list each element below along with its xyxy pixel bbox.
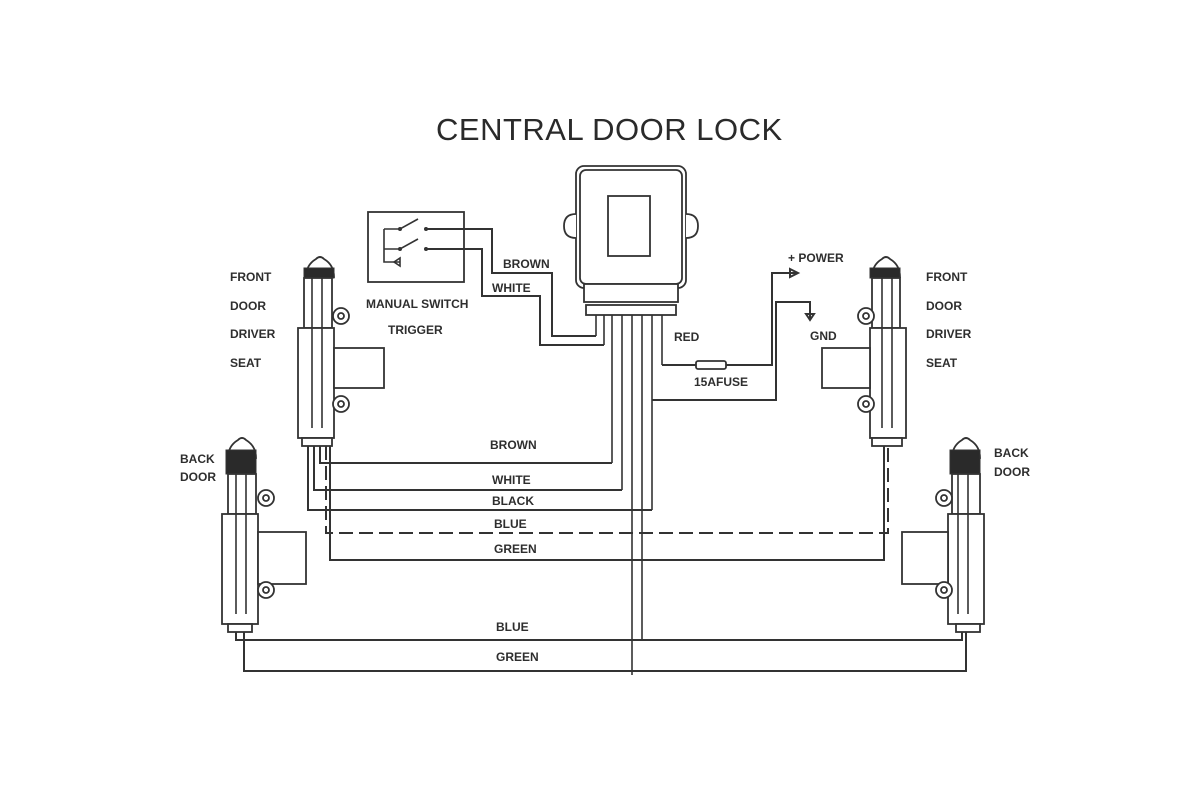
back-right-door-actuator: [901, 437, 985, 633]
front-harness: [307, 446, 889, 561]
manual-switch-label-line1: MANUAL SWITCH: [366, 297, 468, 311]
front-right-label-line4: SEAT: [926, 356, 958, 370]
front-left-label-line4: SEAT: [230, 356, 262, 370]
manual-switch-label-line2: TRIGGER: [388, 323, 443, 337]
front-wire-green-label: GREEN: [494, 542, 537, 556]
fuse-label: 15AFUSE: [694, 375, 748, 389]
back-left-door-actuator: [221, 437, 307, 633]
power-label: + POWER: [788, 251, 844, 265]
front-left-label-line1: FRONT: [230, 270, 272, 284]
back-left-label-line2: DOOR: [180, 470, 216, 484]
switch-wire-brown-label: BROWN: [503, 257, 550, 271]
manual-switch: [367, 211, 604, 346]
front-wire-brown-label: BROWN: [490, 438, 537, 452]
diagram-title: CENTRAL DOOR LOCK: [436, 112, 783, 147]
front-left-label-line3: DRIVER: [230, 327, 276, 341]
front-left-label-line2: DOOR: [230, 299, 266, 313]
back-right-label-line1: BACK: [994, 446, 1029, 460]
front-right-label-line1: FRONT: [926, 270, 968, 284]
front-left-door-actuator: [297, 256, 385, 447]
front-wire-white-label: WHITE: [492, 473, 531, 487]
control-unit: [563, 165, 699, 675]
front-right-door-actuator: [821, 256, 907, 447]
power-circuit: [652, 267, 816, 401]
red-wire-label: RED: [674, 330, 700, 344]
back-right-label-line2: DOOR: [994, 465, 1030, 479]
ground-label: GND: [810, 329, 837, 343]
back-harness: [235, 632, 967, 672]
front-right-label-line2: DOOR: [926, 299, 962, 313]
fuse-icon: [695, 360, 727, 370]
front-wire-black-label: BLACK: [492, 494, 534, 508]
back-wire-blue-label: BLUE: [496, 620, 529, 634]
front-right-label-line3: DRIVER: [926, 327, 972, 341]
back-left-label-line1: BACK: [180, 452, 215, 466]
switch-wire-white-label: WHITE: [492, 281, 531, 295]
front-wire-blue-label: BLUE: [494, 517, 527, 531]
back-wire-green-label: GREEN: [496, 650, 539, 664]
